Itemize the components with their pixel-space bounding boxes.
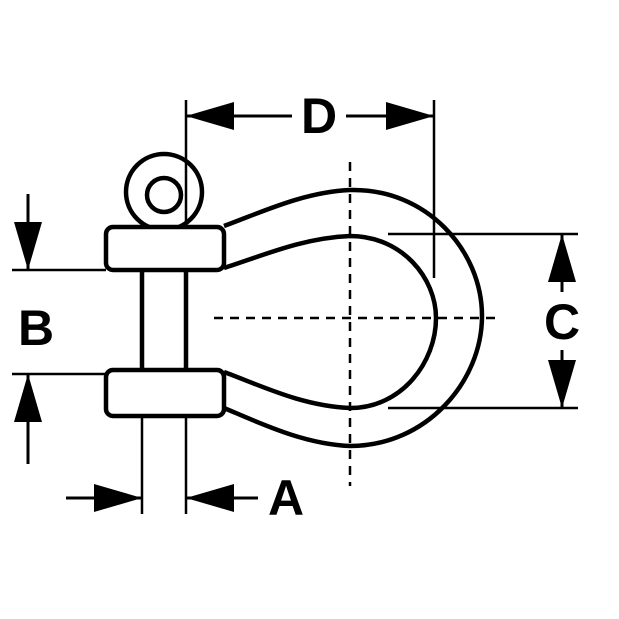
label-a: A — [268, 470, 304, 526]
d-arrow-left — [186, 102, 234, 130]
dimension-d: D — [186, 88, 434, 144]
c-arrow-top — [548, 234, 576, 282]
pin-eye-outer — [123, 151, 205, 233]
dimension-a: A — [66, 470, 304, 526]
a-arrow-right — [186, 484, 234, 512]
dimension-c: C — [544, 234, 580, 408]
centerlines — [214, 162, 502, 486]
lower-ear — [103, 367, 227, 419]
upper-ear — [103, 224, 227, 273]
bow-outer-contour — [223, 187, 485, 449]
c-arrow-bottom — [548, 360, 576, 408]
d-arrow-right — [386, 102, 434, 130]
shackle-body — [103, 151, 485, 449]
label-d: D — [301, 88, 337, 144]
pin-eye-inner — [144, 175, 184, 215]
a-arrow-left — [94, 484, 142, 512]
dimension-b: B — [14, 194, 54, 464]
bow-inner-contour — [223, 233, 439, 411]
label-c: C — [544, 294, 580, 350]
b-arrow-bottom — [14, 374, 42, 422]
extension-lines — [12, 100, 578, 514]
b-arrow-top — [14, 222, 42, 270]
label-b: B — [18, 300, 54, 356]
